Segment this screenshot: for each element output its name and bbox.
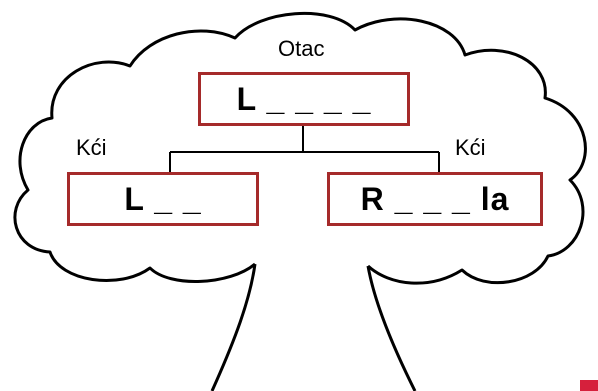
right-child-role-label: Kći [455, 135, 486, 160]
tree-trunk-left [210, 263, 257, 391]
corner-mark [580, 380, 598, 391]
left-child-name-puzzle: L _ _ [124, 181, 202, 217]
parent-name-box[interactable]: L _ _ _ _ [198, 72, 410, 126]
left-child-name-box[interactable]: L _ _ [67, 172, 259, 226]
right-child-name-puzzle: R _ _ _ la [360, 181, 510, 217]
left-child-role-label: Kći [76, 135, 107, 160]
tree-trunk-right [366, 265, 417, 391]
parent-role-label: Otac [278, 36, 325, 61]
right-child-name-box[interactable]: R _ _ _ la [327, 172, 543, 226]
parent-name-puzzle: L _ _ _ _ [236, 81, 372, 117]
